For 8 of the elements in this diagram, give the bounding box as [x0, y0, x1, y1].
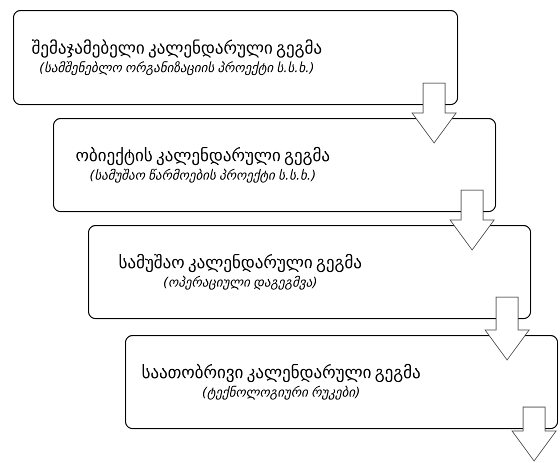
block-arrow	[484, 296, 530, 361]
block-arrow	[449, 190, 495, 251]
process-box: საათობრივი კალენდარული გეგმა (ტექნოლოგიური რუკები)	[125, 334, 558, 430]
process-box: შემაჯამებელი კალენდარული გეგმა (სამშენებლო ორგანიზაციის პროექტი ს.ს.ხ.)	[13, 10, 458, 106]
block-arrow	[511, 406, 557, 462]
block-arrow	[411, 82, 457, 144]
process-box: ობიექტის კალენდარული გეგმა (სამუშაო წარმოების პროექტი ს.ს.ხ.)	[53, 118, 496, 212]
process-box: სამუშაო კალენდარული გეგმა (ოპერაციული დაგეგმვა)	[88, 224, 532, 320]
